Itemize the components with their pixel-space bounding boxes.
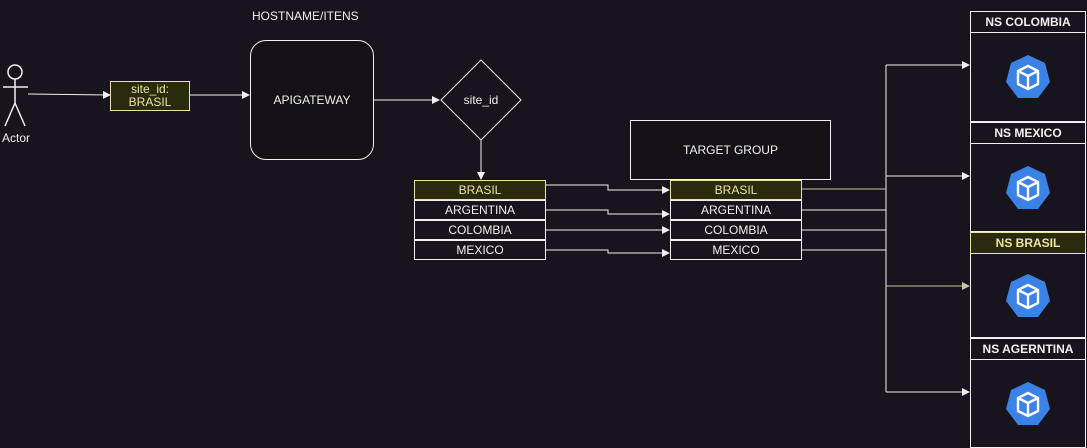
actor-label: Actor — [2, 131, 31, 145]
actor-icon — [3, 64, 28, 127]
request-line-2: BRASIL — [128, 95, 172, 109]
target-group-item: BRASIL — [670, 180, 802, 200]
decision-diamond — [440, 59, 522, 141]
ns-mexico-header: NS MEXICO — [970, 122, 1086, 144]
kubernetes-cube-icon — [1006, 55, 1050, 98]
kubernetes-cube-icon — [1006, 165, 1050, 209]
site-list-item: BRASIL — [414, 180, 546, 200]
ns-agerntina-body — [970, 360, 1086, 448]
target-group-item: ARGENTINA — [670, 200, 802, 220]
edge-mexico-tg — [546, 249, 670, 257]
ns-agerntina-header: NS AGERNTINA — [970, 338, 1086, 360]
site-list-item: MEXICO — [414, 240, 546, 260]
target-group-item: MEXICO — [670, 240, 802, 260]
kubernetes-cube-icon — [1006, 273, 1050, 317]
edge-argentina-tg — [546, 209, 670, 218]
kubernetes-cube-icon — [1006, 381, 1050, 425]
api-gateway-box: APIGATEWAY — [250, 40, 374, 160]
target-group-box: TARGET GROUP — [630, 120, 831, 180]
edge-actor-request — [27, 90, 111, 99]
decision-label: site_id — [463, 93, 499, 107]
ns-colombia-header: NS COLOMBIA — [970, 11, 1086, 33]
request-site-id-box: site_id: BRASIL — [110, 81, 190, 111]
ns-brasil-body — [970, 254, 1086, 338]
site-list-item: ARGENTINA — [414, 200, 546, 220]
site-list-item: COLOMBIA — [414, 220, 546, 240]
request-line-1: site_id: — [130, 82, 170, 96]
target-group-item: COLOMBIA — [670, 220, 802, 240]
api-gateway-label: APIGATEWAY — [273, 93, 351, 107]
edge-brasil-tg — [546, 184, 670, 194]
target-group-title: TARGET GROUP — [683, 143, 778, 157]
page-title: HOSTNAME/ITENS — [252, 9, 359, 23]
ns-mexico-body — [970, 144, 1086, 232]
ns-brasil-header: NS BRASIL — [970, 232, 1086, 254]
ns-colombia-body — [970, 33, 1086, 122]
